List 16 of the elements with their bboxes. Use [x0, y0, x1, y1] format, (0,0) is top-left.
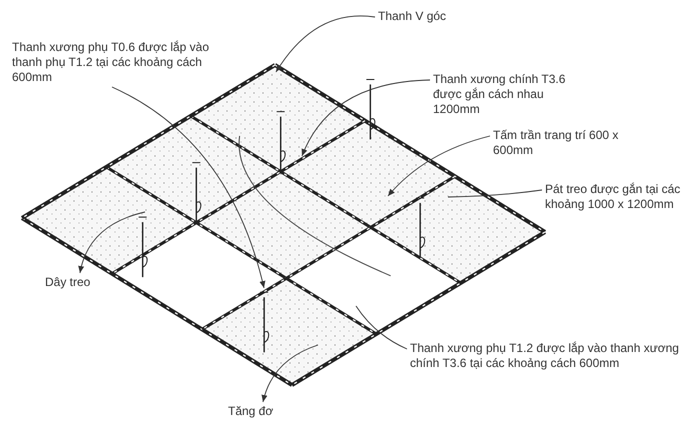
leader-line — [276, 16, 376, 72]
callout-text: Thanh V góc — [378, 9, 446, 24]
leader-line — [356, 306, 408, 350]
callout-text: Pát treo được gắn tại các khoảng 1000 x 1200mm — [545, 182, 682, 212]
leader-line — [78, 212, 146, 274]
leader-line — [112, 86, 266, 288]
callout-text: Tấm trần trang trí 600 x 600mm — [493, 128, 620, 158]
callout-text: Dây treo — [45, 275, 90, 290]
leader-line — [262, 344, 318, 402]
leader-line — [448, 190, 542, 198]
leader-line — [302, 80, 430, 156]
callout-text: Thanh xương chính T3.6 được gắn cách nhau 1200mm — [433, 72, 566, 117]
callout-text: Thanh xương phụ T0.6 được lắp vào thanh phụ T1.2 tại các khoảng cách 600mm — [12, 40, 210, 85]
callout-text: Tăng đơ — [228, 404, 274, 419]
callout-text: Thanh xương phụ T1.2 được lắp vào thanh xương chính T3.6 tại các khoảng cách 600mm — [410, 341, 680, 371]
leader-line — [388, 136, 490, 196]
